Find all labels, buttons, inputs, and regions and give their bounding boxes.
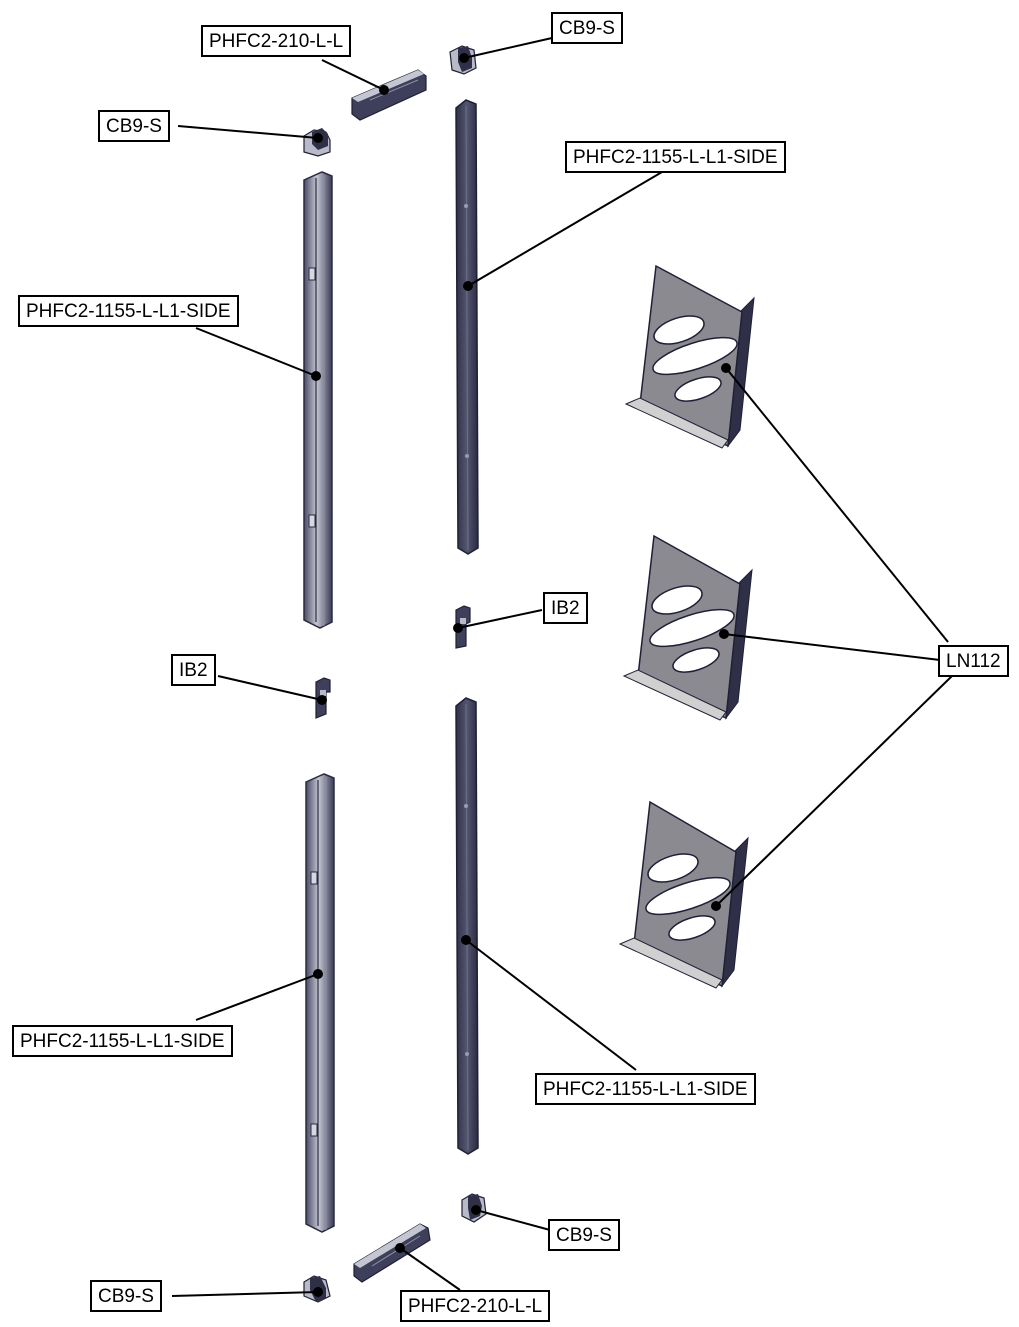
label-cb9-top-left: CB9-S <box>98 110 170 142</box>
ln112-panel-top <box>624 264 755 449</box>
label-side-bottom-left: PHFC2-1155-L-L1-SIDE <box>12 1025 233 1057</box>
leader-cb9-bottom-left <box>171 1291 319 1297</box>
leader-side-top-right <box>467 171 663 287</box>
leader-side-top-left <box>195 327 317 377</box>
leader-side-bottom-right <box>465 939 637 1071</box>
leader-ib2-right <box>457 609 543 629</box>
phfc2-210-part-top <box>351 69 427 121</box>
leader-lines <box>171 37 953 1297</box>
label-cb9-bottom-left: CB9-S <box>90 1280 162 1312</box>
label-cb9-top-right: CB9-S <box>551 12 623 44</box>
leader-phfc2-210-top <box>321 59 385 91</box>
rail-lower-right <box>455 697 479 1155</box>
ln112-panel-middle <box>622 534 753 721</box>
label-ln112: LN112 <box>938 645 1009 677</box>
leader-dots <box>311 53 731 1297</box>
phfc2-210-part-bottom <box>353 1223 431 1283</box>
rail-upper-left <box>303 171 333 629</box>
leader-cb9-bottom-right <box>475 1209 551 1231</box>
ln112-panel-bottom <box>618 800 749 989</box>
label-side-top-left: PHFC2-1155-L-L1-SIDE <box>18 295 239 327</box>
leader-cb9-top-left <box>177 125 319 139</box>
leader-ln112-top <box>725 367 949 643</box>
leader-ib2-left <box>217 675 323 701</box>
rail-upper-right <box>455 99 479 555</box>
label-cb9-bottom-right: CB9-S <box>548 1219 620 1251</box>
label-ib2-right: IB2 <box>543 592 588 624</box>
label-side-bottom-right: PHFC2-1155-L-L1-SIDE <box>535 1073 756 1105</box>
label-ib2-left: IB2 <box>171 654 216 686</box>
label-phfc2-210-bottom: PHFC2-210-L-L <box>400 1290 551 1322</box>
leader-ln112-middle <box>723 633 941 661</box>
leader-cb9-top-right <box>463 37 553 59</box>
leader-side-bottom-left <box>195 973 319 1021</box>
rail-lower-left <box>305 773 335 1233</box>
leader-ln112-bottom <box>715 675 953 907</box>
leader-phfc2-210-bottom <box>399 1247 461 1291</box>
label-side-top-right: PHFC2-1155-L-L1-SIDE <box>565 141 786 173</box>
label-phfc2-210-top: PHFC2-210-L-L <box>201 25 352 57</box>
